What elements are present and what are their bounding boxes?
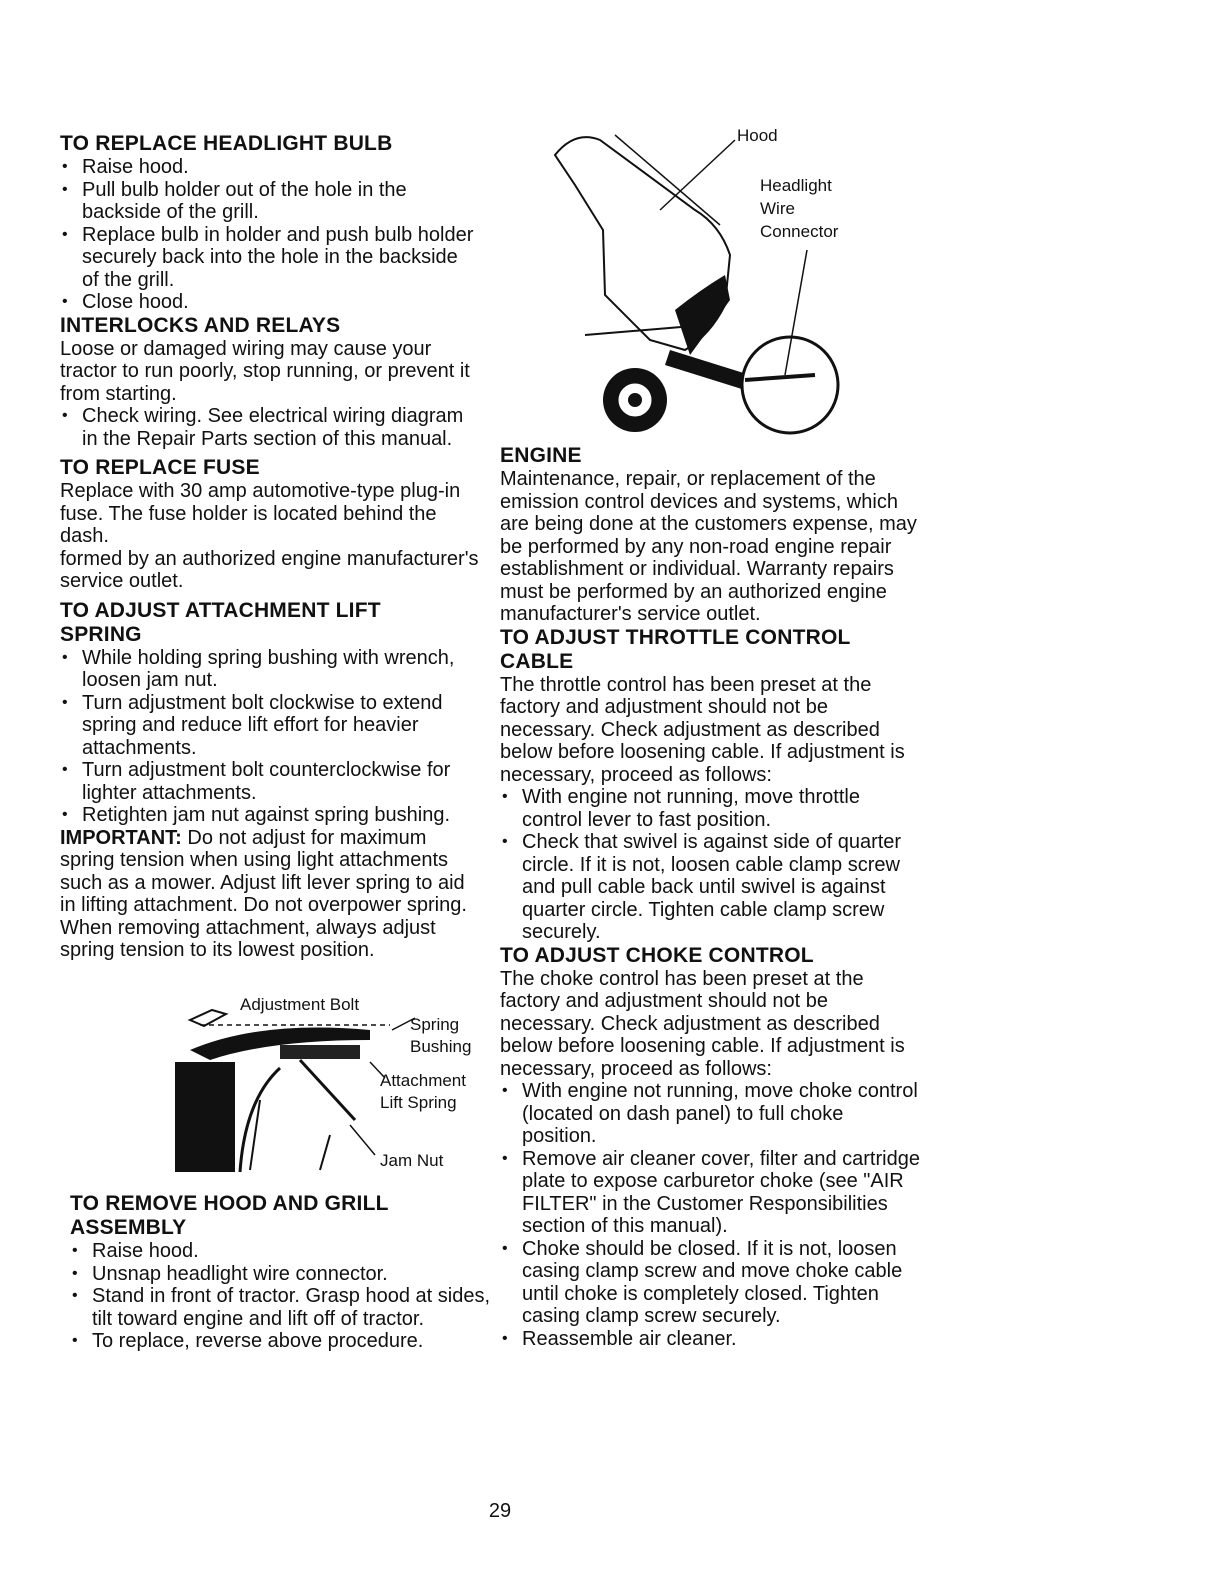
list-item: Raise hood.	[60, 156, 480, 179]
interlocks-text: Loose or damaged wiring may cause your t…	[60, 337, 470, 405]
list-item: Replace bulb in holder and push bulb hol…	[60, 224, 480, 292]
label-hood: Hood	[737, 126, 778, 145]
list-item: Retighten jam nut against spring bushing…	[60, 804, 480, 827]
hood-figure: Hood Headlight Wire Connector	[545, 125, 905, 445]
throttle-title-1: TO ADJUST THROTTLE CONTROL	[500, 625, 851, 649]
connector-shape	[744, 373, 816, 382]
interlocks-section: INTERLOCKS AND RELAYS Loose or damaged w…	[60, 314, 480, 451]
hood-line	[614, 134, 721, 226]
hood-leader	[659, 139, 736, 211]
lift-spring-line	[298, 1058, 357, 1122]
choke-title: TO ADJUST CHOKE CONTROL	[500, 943, 814, 967]
label-lift-2: Lift Spring	[380, 1093, 457, 1112]
headlight-steps: Raise hood. Pull bulb holder out of the …	[60, 156, 480, 314]
lift-spring-steps: While holding spring bushing with wrench…	[60, 647, 480, 827]
lift-spring-section: TO ADJUST ATTACHMENT LIFT SPRING While h…	[60, 599, 480, 962]
list-item: With engine not running, move choke cont…	[500, 1080, 920, 1148]
hood-grill-title-1: TO REMOVE HOOD AND GRILL	[70, 1192, 389, 1215]
headlight-title: TO REPLACE HEADLIGHT BULB	[60, 132, 393, 155]
lever-line-1	[249, 1099, 261, 1171]
hood-grill-section: TO REMOVE HOOD AND GRILL ASSEMBLY Raise …	[70, 1192, 490, 1353]
label-lift-1: Attachment	[380, 1071, 466, 1090]
connector-leader	[784, 249, 808, 376]
frame-shape	[190, 1027, 370, 1060]
bolt-head-shape	[187, 1008, 229, 1028]
list-item: Turn adjustment bolt counterclockwise fo…	[60, 759, 480, 804]
important-label: IMPORTANT:	[60, 826, 182, 849]
choke-text: The choke control has been preset at the…	[500, 967, 905, 1080]
list-item: Pull bulb holder out of the hole in the …	[60, 179, 480, 224]
fuse-text: Replace with 30 amp automotive-type plug…	[60, 480, 461, 547]
engine-title: ENGINE	[500, 444, 582, 467]
choke-section: TO ADJUST CHOKE CONTROL The choke contro…	[500, 944, 920, 1351]
throttle-section: TO ADJUST THROTTLE CONTROL CABLE The thr…	[500, 626, 920, 944]
throttle-title-2: CABLE	[500, 649, 574, 673]
wheel-center	[628, 393, 642, 407]
list-item: Check that swivel is against side of qua…	[500, 831, 920, 944]
engine-text: Maintenance, repair, or replacement of t…	[500, 468, 917, 625]
frame-line	[584, 324, 706, 336]
lift-leader	[369, 1061, 386, 1079]
label-jam-nut: Jam Nut	[380, 1151, 444, 1170]
list-item: To replace, reverse above procedure.	[70, 1330, 490, 1353]
label-headlight-3: Connector	[760, 222, 839, 241]
list-item: Check wiring. See electrical wiring diag…	[60, 405, 480, 450]
interlocks-title: INTERLOCKS AND RELAYS	[60, 313, 341, 337]
label-adjustment-bolt: Adjustment Bolt	[240, 995, 360, 1014]
jam-leader	[349, 1124, 376, 1156]
lift-spring-title-2: SPRING	[60, 622, 142, 646]
list-item: With engine not running, move throttle c…	[500, 786, 920, 831]
right-column: ENGINE Maintenance, repair, or replaceme…	[500, 444, 920, 1350]
lift-spring-title-1: TO ADJUST ATTACHMENT LIFT	[60, 598, 381, 622]
label-spring-2: Bushing	[410, 1037, 472, 1056]
list-item: Turn adjustment bolt clockwise to extend…	[60, 692, 480, 760]
wire-cone	[665, 350, 750, 390]
spring-leader	[391, 1017, 416, 1031]
label-headlight-2: Wire	[760, 199, 795, 218]
list-item: While holding spring bushing with wrench…	[60, 647, 480, 692]
page-number: 29	[488, 1500, 512, 1522]
list-item: Close hood.	[60, 291, 480, 314]
list-item: Remove air cleaner cover, filter and car…	[500, 1148, 920, 1238]
choke-steps: With engine not running, move choke cont…	[500, 1080, 920, 1350]
lift-spring-illustration	[175, 1008, 416, 1173]
wheel-arc	[238, 1066, 282, 1173]
detail-circle	[740, 335, 840, 435]
hood-grill-steps: Raise hood. Unsnap headlight wire connec…	[70, 1240, 490, 1353]
hood-shape	[553, 136, 732, 352]
important-text: Do not adjust for maximum spring tension…	[60, 826, 467, 962]
list-item: Unsnap headlight wire connector.	[70, 1263, 490, 1286]
lever-line-2	[319, 1134, 331, 1171]
headlight-section: TO REPLACE HEADLIGHT BULB Raise hood. Pu…	[60, 132, 480, 314]
grill-shape	[675, 275, 730, 355]
list-item: Reassemble air cleaner.	[500, 1328, 920, 1351]
engine-section: ENGINE Maintenance, repair, or replaceme…	[500, 444, 920, 626]
throttle-steps: With engine not running, move throttle c…	[500, 786, 920, 944]
spring-bushing-shape	[280, 1045, 360, 1059]
hood-illustration	[553, 134, 840, 435]
label-spring-1: Spring	[410, 1015, 460, 1034]
important-note: IMPORTANT: Do not adjust for maximum spr…	[60, 827, 480, 962]
label-headlight-1: Headlight	[760, 176, 832, 195]
fuse-title: TO REPLACE FUSE	[60, 456, 260, 479]
left-column: TO REPLACE HEADLIGHT BULB Raise hood. Pu…	[60, 132, 480, 962]
fuse-extra-text: formed by an authorized engine manufactu…	[60, 547, 479, 593]
wheel-silhouette	[175, 1062, 235, 1172]
list-item: Stand in front of tractor. Grasp hood at…	[70, 1285, 490, 1330]
hood-grill-title-2: ASSEMBLY	[70, 1216, 187, 1239]
lift-spring-figure: Adjustment Bolt Spring Bushing Attachmen…	[170, 990, 490, 1175]
list-item: Choke should be closed. If it is not, lo…	[500, 1238, 920, 1328]
list-item: Raise hood.	[70, 1240, 490, 1263]
fuse-section: TO REPLACE FUSE Replace with 30 amp auto…	[60, 456, 480, 593]
throttle-text: The throttle control has been preset at …	[500, 673, 905, 786]
interlocks-steps: Check wiring. See electrical wiring diag…	[60, 405, 480, 450]
